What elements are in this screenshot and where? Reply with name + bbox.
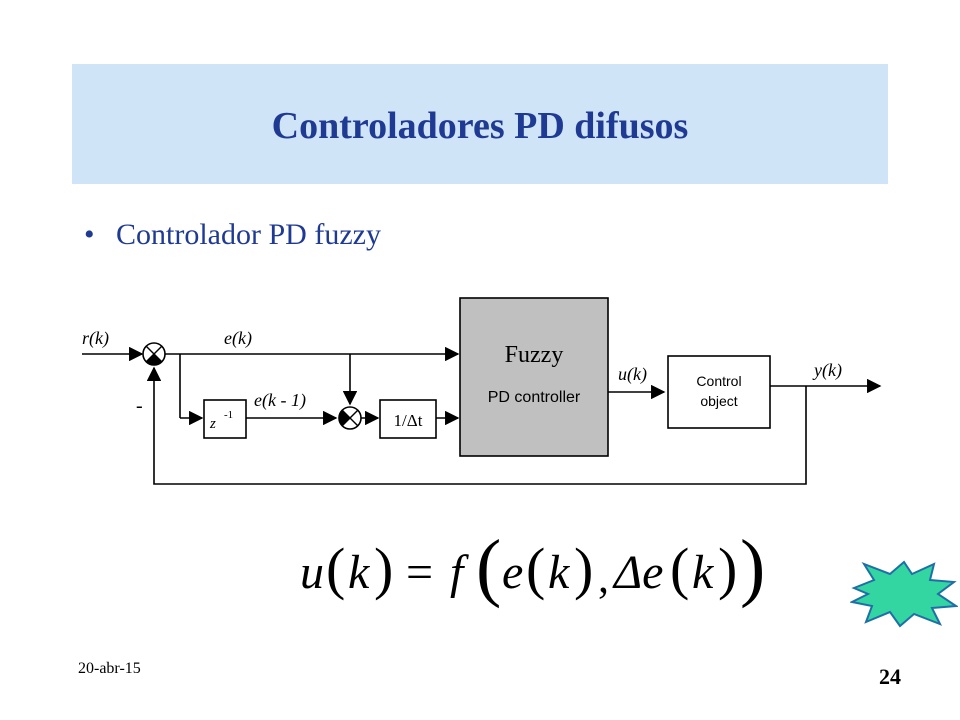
summing-junction-2-icon [338, 406, 362, 430]
delay-block [203, 399, 247, 439]
fuzzy-pd-block [459, 297, 609, 457]
formula-paren-7: ) [718, 536, 737, 601]
plant-line1: Control [696, 373, 741, 389]
formula-paren-8: ) [740, 530, 765, 609]
formula-f: f [450, 546, 469, 599]
formula-u: u [300, 546, 324, 599]
label-minus: - [136, 395, 143, 417]
derivative-block [379, 399, 437, 439]
summing-junction-1-icon [142, 342, 166, 366]
formula-paren-3: ( [476, 530, 501, 609]
label-u: u(k) [618, 364, 647, 385]
label-r: r(k) [82, 328, 109, 349]
label-y: y(k) [812, 360, 842, 381]
formula-k-3: k [692, 546, 715, 599]
slide-title: Controladores PD difusos [271, 105, 689, 147]
line-feedback [146, 366, 807, 485]
title-band: Controladores PD difusos [72, 64, 888, 184]
bullet-dot: • [84, 218, 95, 251]
starburst-icon[interactable] [848, 560, 959, 628]
formula-comma: , [598, 553, 609, 602]
plant-line2: object [700, 393, 737, 409]
bullet-text: Controlador PD fuzzy [116, 218, 381, 251]
pd-controller-label: PD controller [488, 389, 581, 406]
derivative-label: 1/Δt [394, 411, 423, 430]
fuzzy-label: Fuzzy [505, 342, 564, 368]
formula-paren-6: ( [670, 536, 689, 601]
formula-equals: = [406, 546, 433, 599]
formula: u ( k ) = f ( e ( k ) , Δe ( k ) ) [296, 525, 776, 614]
formula-paren-4: ( [526, 536, 545, 601]
block-diagram: r(k) e(k) z -1 e(k - 1) [70, 290, 890, 500]
formula-k-2: k [548, 546, 571, 599]
control-object-block [667, 355, 771, 429]
formula-e: e [502, 546, 523, 599]
formula-delta-e: Δe [612, 546, 663, 599]
footer-date: 20-abr-15 [78, 660, 141, 677]
formula-k-1: k [348, 546, 371, 599]
formula-svg: u ( k ) = f ( e ( k ) , Δe ( k ) ) [300, 525, 765, 609]
label-e: e(k) [224, 328, 252, 349]
formula-paren-1: ( [326, 536, 345, 601]
formula-paren-5: ) [574, 536, 593, 601]
bullet-item: • Controlador PD fuzzy [84, 218, 381, 252]
formula-paren-2: ) [374, 536, 393, 601]
label-e-prev: e(k - 1) [254, 390, 306, 411]
delay-exp: -1 [224, 409, 233, 421]
delay-z: z [209, 416, 216, 432]
page-number: 24 [879, 664, 901, 689]
starburst-svg[interactable] [848, 560, 959, 628]
block-diagram-svg: r(k) e(k) z -1 e(k - 1) [82, 297, 882, 485]
